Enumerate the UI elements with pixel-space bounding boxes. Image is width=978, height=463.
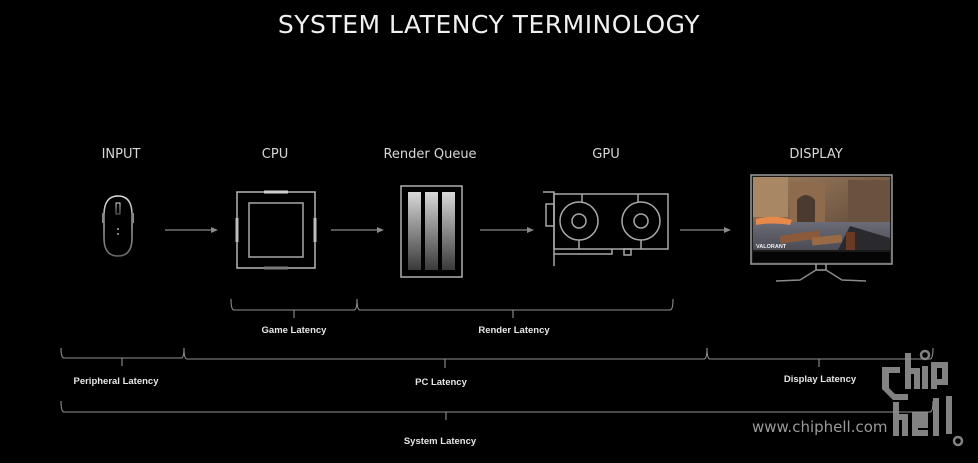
label-display-latency: Display Latency bbox=[783, 374, 857, 385]
bracket-display bbox=[706, 347, 934, 367]
arrow-gpu-display bbox=[680, 227, 731, 233]
bracket-game bbox=[230, 298, 358, 319]
gpu-icon bbox=[543, 191, 669, 266]
stage-label-gpu: GPU bbox=[592, 147, 620, 162]
label-peripheral-latency: Peripheral Latency bbox=[73, 376, 159, 387]
label-game-latency: Game Latency bbox=[261, 325, 327, 336]
page-title: SYSTEM LATENCY TERMINOLOGY bbox=[277, 10, 701, 39]
label-render-latency: Render Latency bbox=[478, 325, 550, 336]
bracket-peripheral bbox=[60, 347, 185, 366]
arrow-queue-gpu bbox=[480, 227, 534, 233]
bracket-system bbox=[60, 400, 934, 420]
game-screenshot bbox=[753, 177, 890, 250]
stage-label-display: DISPLAY bbox=[789, 147, 843, 162]
render-queue-icon bbox=[400, 185, 463, 278]
stage-label-cpu: CPU bbox=[261, 147, 289, 162]
mouse-icon bbox=[102, 195, 134, 257]
stage-label-input: INPUT bbox=[101, 147, 141, 162]
chiphell-logo bbox=[882, 349, 964, 447]
label-system-latency: System Latency bbox=[403, 436, 477, 447]
bracket-pc bbox=[183, 347, 708, 368]
stage-label-render-queue: Render Queue bbox=[383, 147, 477, 162]
arrow-cpu-queue bbox=[331, 227, 384, 233]
monitor-icon: VALORANT bbox=[750, 174, 893, 282]
arrow-input-cpu bbox=[165, 227, 218, 233]
cpu-icon bbox=[235, 190, 317, 270]
bracket-render bbox=[356, 298, 674, 318]
game-logo-text: VALORANT bbox=[756, 244, 787, 250]
watermark-url: www.chiphell.com bbox=[752, 418, 888, 436]
label-pc-latency: PC Latency bbox=[415, 377, 467, 388]
